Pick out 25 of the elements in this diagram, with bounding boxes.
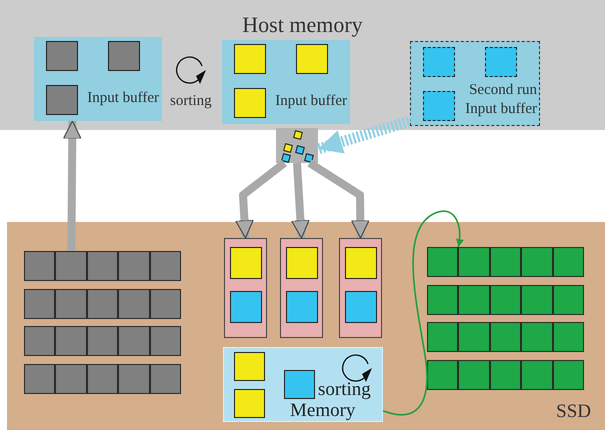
buffer-column	[280, 238, 323, 338]
band-title: Host memory	[241, 11, 364, 39]
buffer-column	[224, 238, 267, 338]
node-label: Second run Input buffer	[464, 81, 537, 119]
buffer-panel	[222, 40, 350, 124]
node-label: sorting	[318, 380, 371, 399]
block-grid	[24, 251, 182, 394]
band-title: SSD	[556, 400, 591, 424]
arrow	[307, 160, 370, 239]
merge-box	[276, 128, 318, 163]
arrow	[235, 160, 287, 239]
memory-band	[0, 0, 605, 130]
process-label: sorting	[170, 92, 212, 111]
buffer-panel	[34, 37, 162, 121]
storage-band	[7, 222, 605, 430]
node-label: Memory	[290, 401, 356, 420]
buffer-column	[339, 238, 382, 338]
arrow	[382, 210, 464, 416]
arrow	[291, 162, 310, 239]
memory-panel	[223, 347, 383, 422]
node-label: Input buffer	[87, 88, 159, 108]
node-label: Input buffer	[275, 92, 347, 110]
buffer-panel	[410, 41, 540, 126]
arrow	[62, 120, 82, 252]
block-grid	[427, 247, 584, 387]
